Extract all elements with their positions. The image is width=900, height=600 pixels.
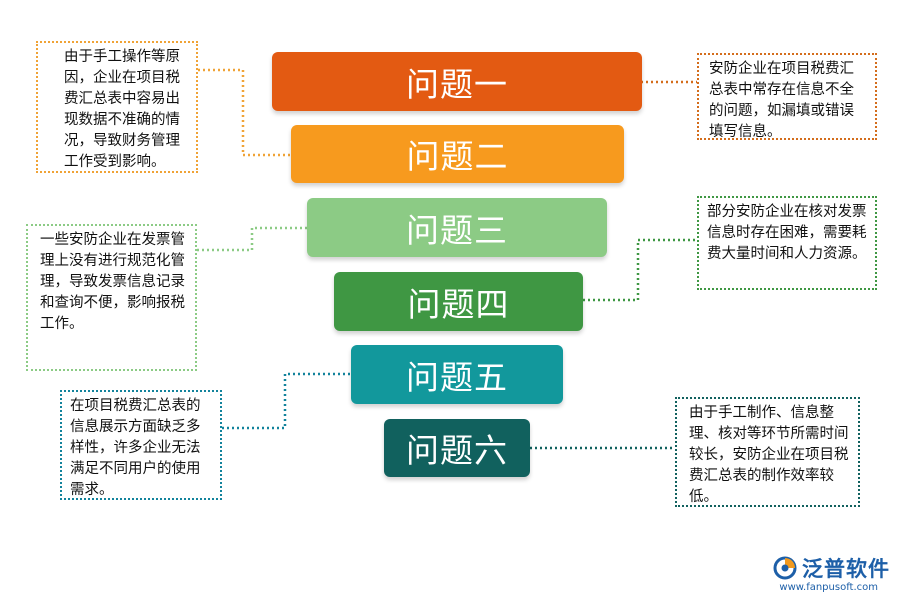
note-6-text: 由于手工制作、信息整理、核对等环节所需时间较长，安防企业在项目税费汇总表的制作效… [689, 405, 849, 505]
funnel-level-6: 问题六 [384, 419, 530, 477]
note-6: 由于手工制作、信息整理、核对等环节所需时间较长，安防企业在项目税费汇总表的制作效… [675, 397, 860, 507]
brand-url: www.fanpusoft.com [779, 582, 878, 593]
brand-logo: 泛普软件 [772, 553, 890, 583]
connector-level-4-note-4 [583, 238, 697, 302]
funnel-level-5-label: 问题五 [406, 357, 508, 397]
note-5: 在项目税费汇总表的信息展示方面缺乏多样性，许多企业无法满足不同用户的使用需求。 [60, 390, 222, 500]
funnel-level-1: 问题一 [272, 52, 642, 111]
connector-level-5-note-5 [222, 372, 350, 430]
funnel-level-2: 问题二 [291, 125, 624, 183]
note-2-text: 安防企业在项目税费汇总表中常存在信息不全的问题，如漏填或错误填写信息。 [709, 61, 854, 140]
note-3-text: 一些安防企业在发票管理上没有进行规范化管理，导致发票信息记录和查询不便，影响报税… [40, 232, 185, 332]
note-5-text: 在项目税费汇总表的信息展示方面缺乏多样性，许多企业无法满足不同用户的使用需求。 [70, 398, 201, 498]
funnel-level-1-label: 问题一 [406, 64, 508, 104]
note-1-text: 由于手工操作等原因，企业在项目税费汇总表中容易出现数据不准确的情况，导致财务管理… [64, 49, 180, 170]
note-4: 部分安防企业在核对发票信息时存在困难，需要耗费大量时间和人力资源。 [697, 196, 877, 290]
note-2: 安防企业在项目税费汇总表中常存在信息不全的问题，如漏填或错误填写信息。 [697, 53, 877, 140]
funnel-level-3: 问题三 [307, 198, 607, 257]
brand-name: 泛普软件 [802, 557, 890, 581]
fanpu-logo-icon [773, 556, 797, 580]
connector-level-3-note-3 [197, 226, 307, 252]
note-4-text: 部分安防企业在核对发票信息时存在困难，需要耗费大量时间和人力资源。 [707, 204, 867, 262]
note-1: 由于手工操作等原因，企业在项目税费汇总表中容易出现数据不准确的情况，导致财务管理… [36, 41, 198, 173]
funnel-level-6-label: 问题六 [406, 431, 508, 470]
note-3: 一些安防企业在发票管理上没有进行规范化管理，导致发票信息记录和查询不便，影响报税… [26, 224, 197, 371]
funnel-level-4: 问题四 [334, 272, 583, 331]
funnel-level-4-label: 问题四 [407, 284, 510, 324]
funnel-level-5: 问题五 [351, 345, 563, 404]
funnel-level-2-label: 问题二 [406, 137, 509, 176]
funnel-level-3-label: 问题三 [406, 210, 508, 250]
